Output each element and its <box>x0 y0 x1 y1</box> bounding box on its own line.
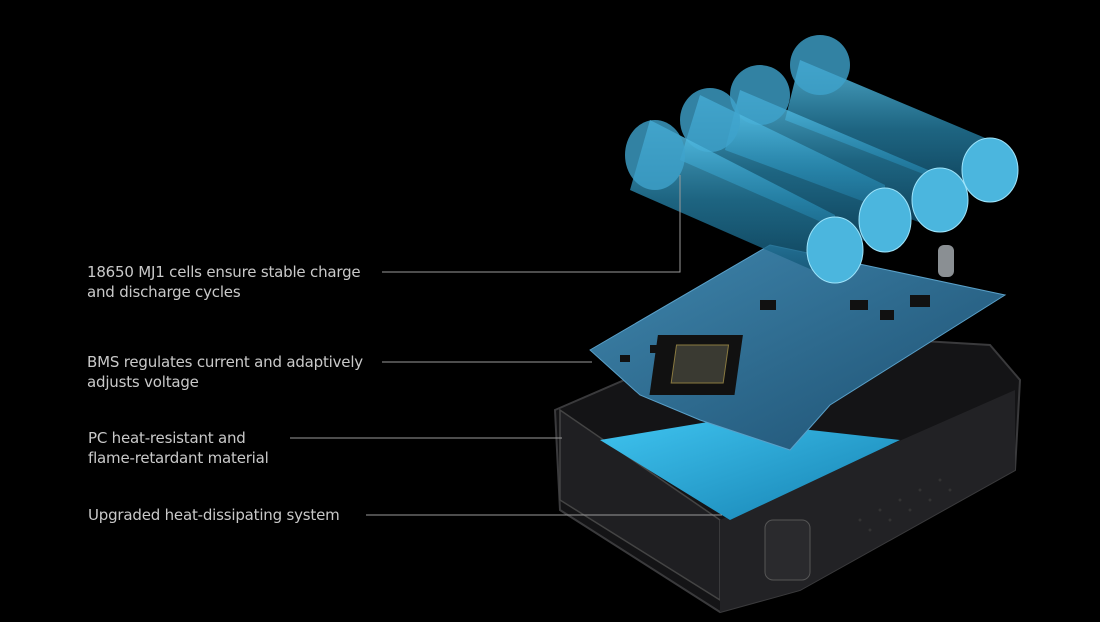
bms-board <box>589 244 1007 451</box>
callout-text: and discharge cycles <box>87 283 241 301</box>
thermal-pad <box>600 420 900 520</box>
battery-cells <box>625 35 1019 284</box>
callout-text: flame-retardant material <box>88 449 269 467</box>
callout-text: 18650 MJ1 cells ensure stable charge <box>87 263 361 281</box>
power-button <box>764 519 811 581</box>
callout-text: BMS regulates current and adaptively <box>87 353 363 371</box>
callout-cells: 18650 MJ1 cells ensure stable charge and… <box>87 262 361 302</box>
callout-text: adjusts voltage <box>87 373 199 391</box>
callout-text: Upgraded heat-dissipating system <box>88 506 340 524</box>
callout-heat-dissipation: Upgraded heat-dissipating system <box>88 505 340 525</box>
callout-bms: BMS regulates current and adaptively adj… <box>87 352 363 392</box>
callout-line-cells <box>382 175 681 273</box>
callout-case-material: PC heat-resistant and flame-retardant ma… <box>88 428 269 468</box>
battery-cell <box>680 88 912 253</box>
battery-cell <box>785 35 1019 203</box>
battery-cell <box>625 120 864 284</box>
capacitor <box>938 245 954 277</box>
callout-text: PC heat-resistant and <box>88 429 246 447</box>
